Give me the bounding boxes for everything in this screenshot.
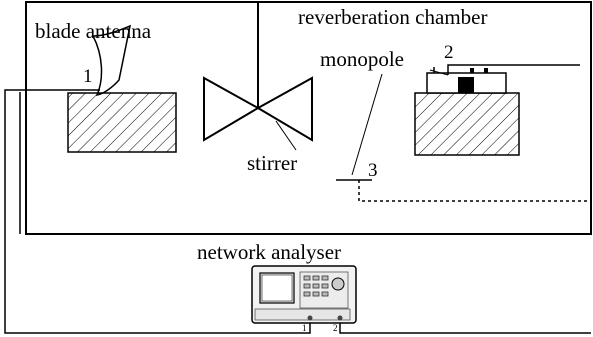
blade-antenna-label: blade antenna [35,19,152,43]
connector-block [458,77,474,93]
marker-1-label: 1 [83,66,93,87]
analyser-port-2 [337,315,343,321]
monopole-3-cable [358,180,591,202]
port1-cable [4,89,311,334]
blade-antenna [91,24,132,96]
monopole-pointer-2 [429,69,449,76]
stirrer-label: stirrer [247,151,297,175]
right-support-block [414,92,520,156]
monopole-label: monopole [320,47,404,71]
marker-3-label: 3 [368,160,378,181]
stirrer-bowtie [203,76,261,142]
analyser-port-1 [307,315,313,321]
port-1-label: 1 [302,323,307,333]
left-support-block [67,92,177,153]
stirrer-pointer [275,120,297,151]
chamber-wall [25,1,592,235]
port-2-label: 2 [333,323,338,333]
analyser-label: network analyser [197,240,341,264]
chamber-label: reverberation chamber [298,5,487,29]
box-stub-2 [484,68,488,73]
box-stub-1 [470,68,474,73]
network-analyser [251,265,357,324]
port2-cable [339,323,591,334]
marker-2-label: 2 [444,42,454,63]
stirrer-bowtie-right [255,76,313,142]
port2-feed [447,64,580,75]
monopole-pointer-3 [351,73,383,176]
